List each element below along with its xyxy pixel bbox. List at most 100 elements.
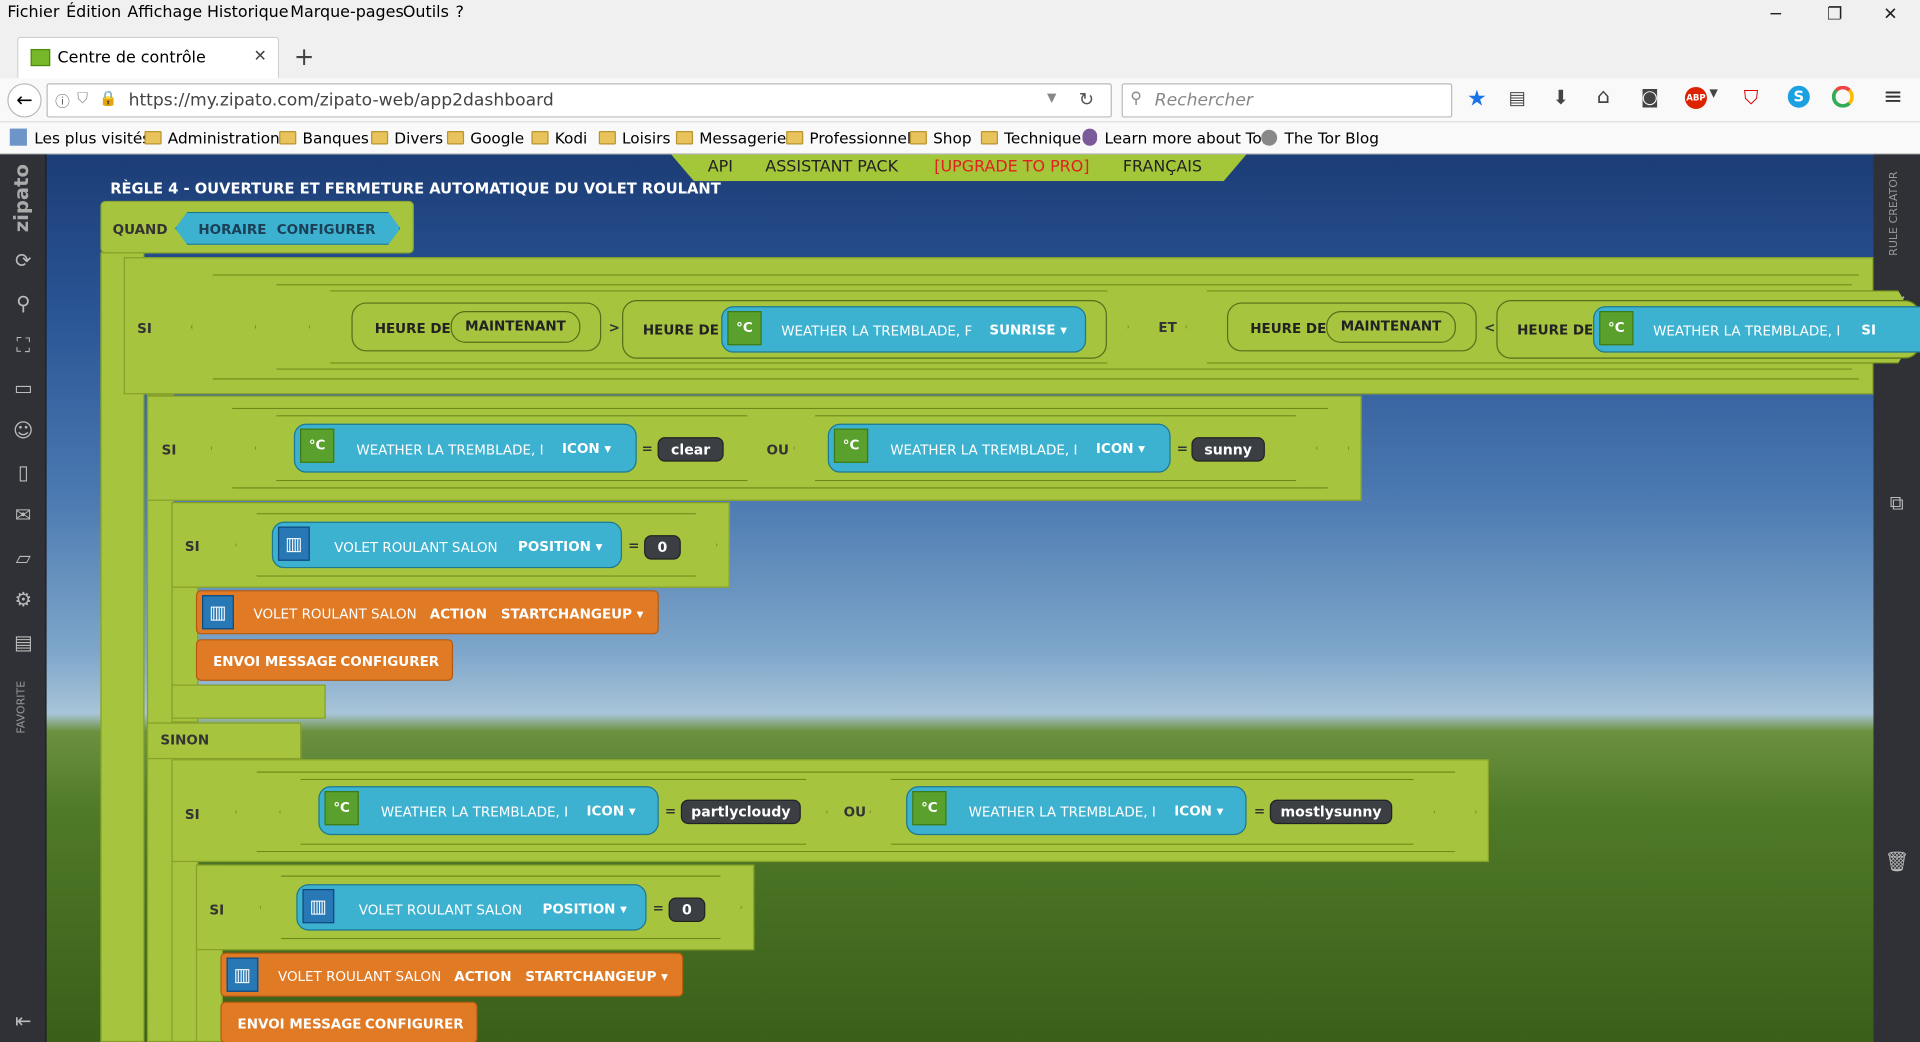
weather-icon-block[interactable]: °C WEATHER LA TREMBLADE, I ICON ▾ bbox=[318, 786, 659, 836]
pocket-icon[interactable]: ◙ bbox=[1640, 85, 1659, 108]
heure-de-weather-2[interactable]: HEURE DE °C WEATHER LA TREMBLADE, I SI bbox=[1496, 300, 1920, 359]
sync-icon[interactable]: ⟳ bbox=[15, 248, 32, 272]
menu-marque-pages[interactable]: Marque-pages bbox=[290, 3, 404, 23]
external-link-icon[interactable]: ⧉ bbox=[1889, 491, 1904, 515]
bookmark-divers[interactable]: Divers bbox=[371, 129, 443, 147]
maintenant-block[interactable]: MAINTENANT bbox=[1326, 311, 1456, 343]
rule-creator-label[interactable]: RULE CREATOR bbox=[1888, 171, 1901, 256]
menu-help[interactable]: ? bbox=[455, 3, 464, 23]
nav-upgrade-to-pro[interactable]: [UPGRADE TO PRO] bbox=[934, 157, 1090, 177]
position-dropdown[interactable]: POSITION ▾ bbox=[542, 901, 627, 918]
bookmark-google[interactable]: Google bbox=[446, 129, 524, 147]
menu-fichier[interactable]: Fichier bbox=[7, 3, 60, 23]
adblock-icon[interactable]: ABP bbox=[1684, 86, 1707, 109]
menu-edition[interactable]: Édition bbox=[66, 3, 122, 23]
horaire-block[interactable]: HORAIRE CONFIGURER bbox=[175, 212, 400, 245]
envoi-message-block-2[interactable]: ENVOI MESSAGE CONFIGURER bbox=[220, 1001, 478, 1042]
bookmark-les-plus-visites[interactable]: Les plus visités bbox=[9, 128, 150, 147]
minimize-icon[interactable]: ─ bbox=[1770, 4, 1781, 25]
value-zero[interactable]: 0 bbox=[644, 535, 681, 560]
clipboard-icon[interactable]: ▤ bbox=[14, 630, 33, 654]
value-sunny[interactable]: sunny bbox=[1191, 437, 1265, 462]
icon-dropdown[interactable]: ICON ▾ bbox=[562, 440, 612, 457]
lock-warning-icon[interactable]: 🔒 bbox=[99, 89, 118, 107]
heure-de-weather-sunrise[interactable]: HEURE DE °C WEATHER LA TREMBLADE, F SUNR… bbox=[622, 300, 1107, 359]
configurer-link[interactable]: CONFIGURER bbox=[340, 653, 440, 670]
bookmark-kodi[interactable]: Kodi bbox=[531, 129, 587, 147]
devices-icon[interactable]: ▯ bbox=[17, 460, 29, 484]
network-icon[interactable]: ⛶ bbox=[16, 333, 31, 357]
bookmark-shop[interactable]: Shop bbox=[909, 129, 972, 147]
weather-sunrise-block[interactable]: °C WEATHER LA TREMBLADE, F SUNRISE ▾ bbox=[721, 306, 1087, 353]
nav-api[interactable]: API bbox=[707, 157, 733, 177]
bookmark-star-icon[interactable]: ★ bbox=[1466, 85, 1487, 112]
action-startchangeup-2[interactable]: ▥ VOLET ROULANT SALON ACTION STARTCHANGE… bbox=[220, 952, 684, 997]
bookmark-loisirs[interactable]: Loisirs bbox=[598, 129, 670, 147]
url-text[interactable]: https://my.zipato.com/zipato-web/app2das… bbox=[128, 90, 554, 111]
tab-centre-de-controle[interactable]: Centre de contrôle ✕ bbox=[17, 36, 280, 79]
trash-icon[interactable]: 🗑 bbox=[1884, 849, 1910, 874]
position-dropdown[interactable]: POSITION ▾ bbox=[517, 538, 603, 555]
nav-assistant-pack[interactable]: ASSISTANT PACK bbox=[765, 157, 899, 177]
home-icon[interactable]: ⌂ bbox=[1596, 84, 1610, 109]
value-partlycloudy[interactable]: partlycloudy bbox=[680, 799, 801, 825]
reload-icon[interactable]: ↻ bbox=[1078, 88, 1095, 111]
envoi-message-block[interactable]: ENVOI MESSAGE CONFIGURER bbox=[195, 639, 454, 681]
weather-icon-block[interactable]: °C WEATHER LA TREMBLADE, I ICON ▾ bbox=[293, 423, 637, 473]
value-mostlysunny[interactable]: mostlysunny bbox=[1269, 799, 1393, 825]
menu-hamburger-icon[interactable]: ≡ bbox=[1883, 83, 1903, 111]
reading-list-icon[interactable]: ▤ bbox=[1508, 86, 1526, 109]
icon-dropdown[interactable]: ICON ▾ bbox=[586, 803, 636, 820]
heure-de-maintenant-b[interactable]: HEURE DE MAINTENANT bbox=[1226, 302, 1477, 352]
value-clear[interactable]: clear bbox=[657, 437, 724, 462]
new-tab-icon[interactable]: + bbox=[293, 41, 315, 72]
colorful-extension-icon[interactable] bbox=[1831, 85, 1854, 108]
search-icon[interactable]: ⚲ bbox=[16, 291, 31, 315]
url-bar[interactable]: ⓘ ⛉ 🔒 https://my.zipato.com/zipato-web/a… bbox=[46, 83, 1112, 118]
logout-icon[interactable]: ⇤ bbox=[15, 1008, 32, 1033]
action-dropdown[interactable]: STARTCHANGEUP ▾ bbox=[525, 968, 668, 985]
sunrise-dropdown[interactable]: SUNRISE ▾ bbox=[989, 322, 1068, 338]
weather-block-2[interactable]: °C WEATHER LA TREMBLADE, I SI bbox=[1593, 306, 1920, 353]
action-dropdown[interactable]: STARTCHANGEUP ▾ bbox=[500, 606, 644, 623]
maximize-icon[interactable]: ❐ bbox=[1826, 4, 1843, 25]
bookmark-administration[interactable]: Administration bbox=[144, 129, 280, 147]
icon-dropdown[interactable]: ICON ▾ bbox=[1095, 440, 1146, 457]
volet-position-block[interactable]: ▥ VOLET ROULANT SALON POSITION ▾ bbox=[296, 884, 647, 931]
shield-icon[interactable]: ⛉ bbox=[77, 89, 89, 107]
icon-dropdown[interactable]: ICON ▾ bbox=[1174, 803, 1224, 820]
skype-icon[interactable]: S bbox=[1787, 85, 1810, 108]
weather-icon-block[interactable]: °C WEATHER LA TREMBLADE, I ICON ▾ bbox=[906, 786, 1247, 836]
nav-francais[interactable]: FRANÇAIS bbox=[1122, 157, 1203, 177]
configurer-link[interactable]: CONFIGURER bbox=[364, 1016, 464, 1033]
favorite-label[interactable]: FAVORITE bbox=[15, 680, 29, 734]
tab-close-icon[interactable]: ✕ bbox=[253, 47, 267, 67]
action-startchangeup[interactable]: ▥ VOLET ROULANT SALON ACTION STARTCHANGE… bbox=[195, 590, 659, 635]
download-icon[interactable]: ⬇ bbox=[1552, 85, 1570, 109]
heure-de-maintenant-a[interactable]: HEURE DE MAINTENANT bbox=[351, 302, 602, 352]
menu-outils[interactable]: Outils bbox=[402, 3, 449, 23]
adblock-dropdown-icon[interactable]: ▼ bbox=[1709, 88, 1718, 101]
configurer-link[interactable]: CONFIGURER bbox=[276, 221, 376, 238]
maintenant-block[interactable]: MAINTENANT bbox=[450, 311, 581, 343]
ublock-icon[interactable]: ⛉ bbox=[1743, 85, 1759, 109]
url-dropdown-icon[interactable]: ▼ bbox=[1046, 91, 1057, 106]
volet-position-block[interactable]: ▥ VOLET ROULANT SALON POSITION ▾ bbox=[271, 521, 623, 569]
folder-icon[interactable]: ▱ bbox=[15, 546, 31, 570]
value-zero[interactable]: 0 bbox=[668, 897, 706, 923]
back-icon[interactable]: ← bbox=[7, 83, 42, 118]
users-icon[interactable]: ☺ bbox=[13, 418, 34, 443]
scenes-icon[interactable]: ▭ bbox=[14, 375, 33, 400]
bookmark-professionnel[interactable]: Professionnel bbox=[786, 129, 911, 147]
settings-icon[interactable]: ⚙ bbox=[14, 587, 33, 612]
sinon-block[interactable] bbox=[146, 722, 302, 760]
bookmark-the-tor-blog[interactable]: The Tor Blog bbox=[1261, 129, 1379, 147]
bookmark-technique[interactable]: Technique bbox=[980, 129, 1081, 147]
search-input[interactable]: ⚲ Rechercher bbox=[1121, 83, 1453, 118]
bookmark-messagerie[interactable]: Messagerie bbox=[675, 129, 786, 147]
inbox-icon[interactable]: ✉ bbox=[15, 503, 32, 527]
bookmark-banques[interactable]: Banques bbox=[279, 129, 369, 147]
close-window-icon[interactable]: ✕ bbox=[1883, 4, 1898, 25]
menu-affichage[interactable]: Affichage bbox=[127, 3, 203, 23]
weather-icon-block[interactable]: °C WEATHER LA TREMBLADE, I ICON ▾ bbox=[827, 423, 1171, 473]
